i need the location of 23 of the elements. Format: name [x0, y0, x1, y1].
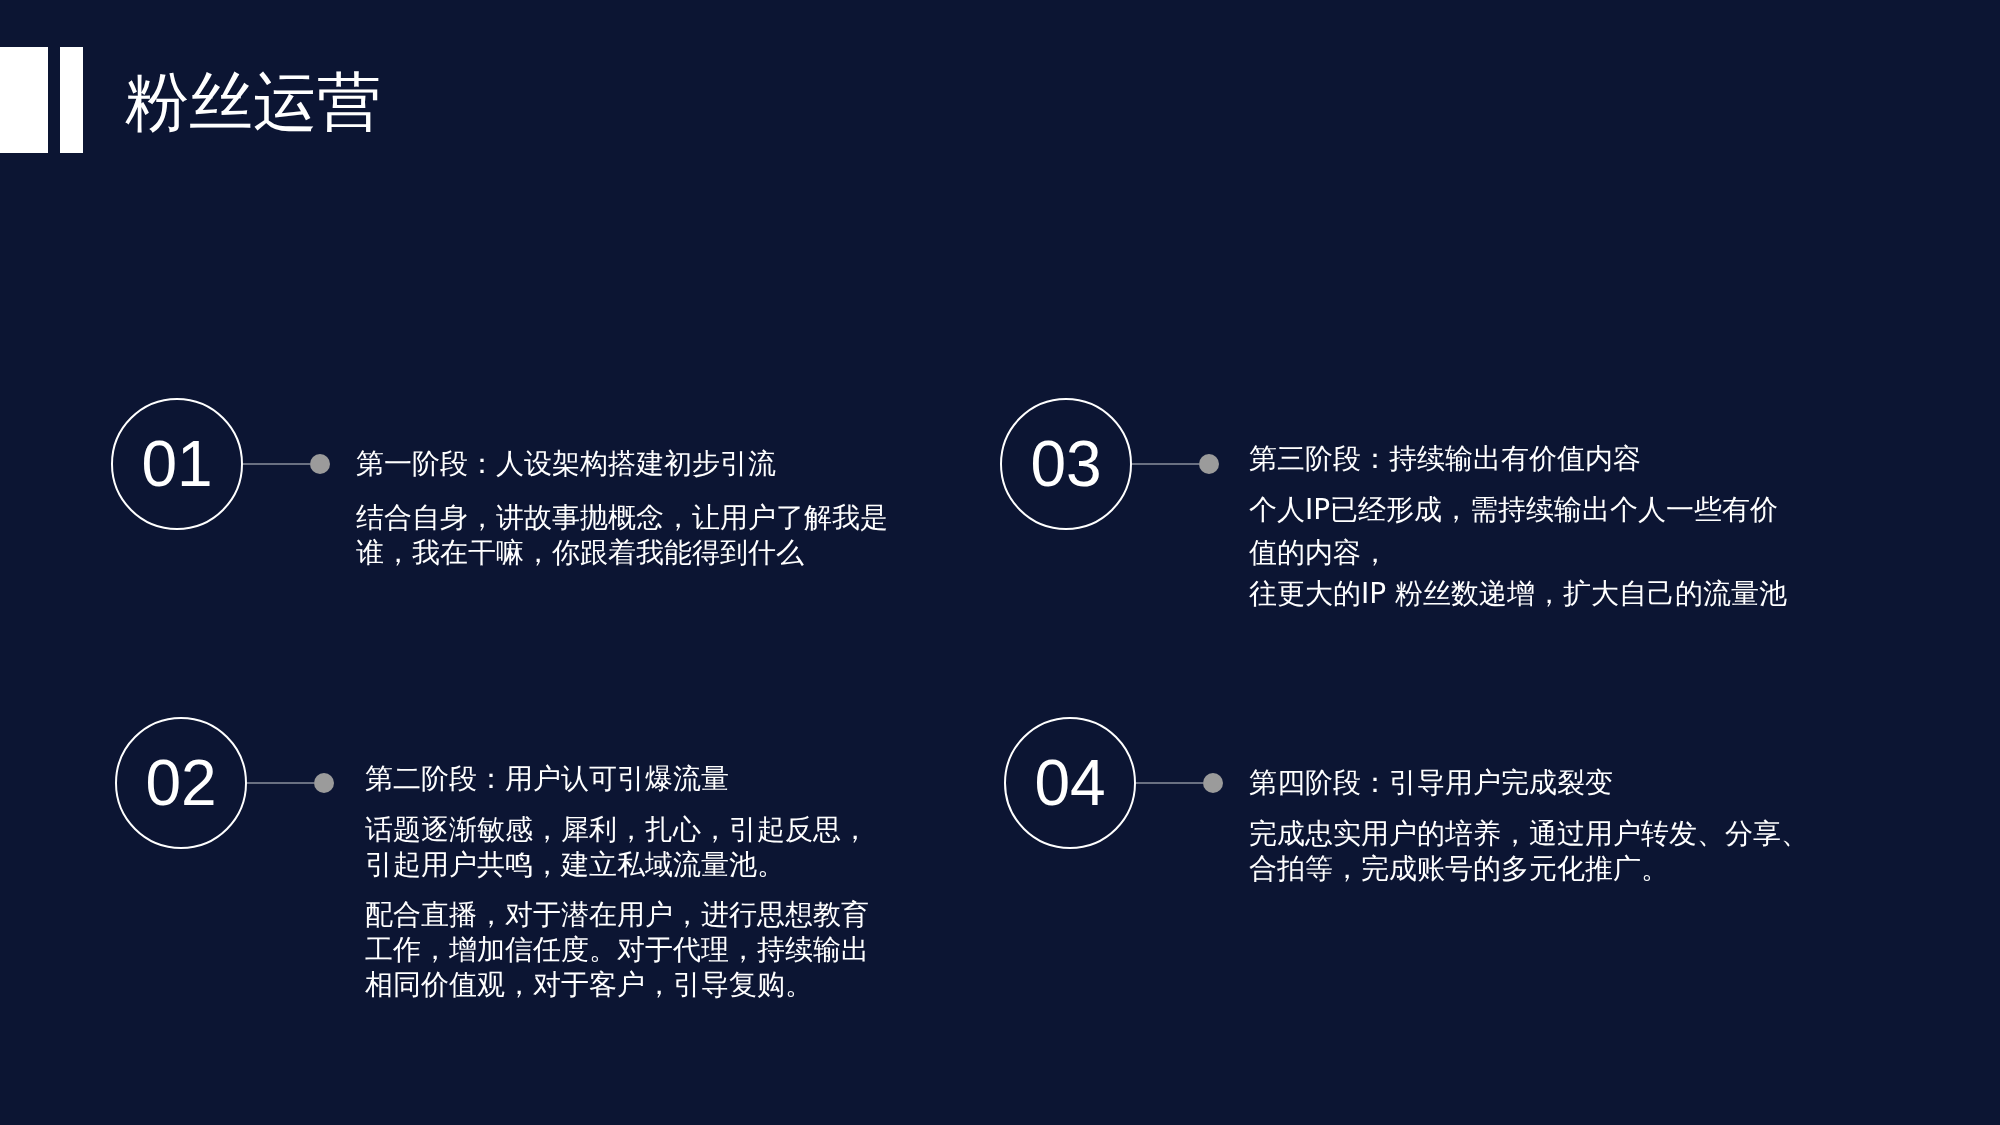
connector-dot: [314, 773, 334, 793]
connector-dot: [1199, 454, 1219, 474]
stage-description: 配合直播，对于潜在用户，进行思想教育工作，增加信任度。对于代理，持续输出相同价值观，对于客户，引导复购。: [365, 897, 870, 1002]
stage-heading: 第三阶段：持续输出有价值内容: [1249, 441, 1642, 476]
stage-description: 话题逐渐敏感，犀利，扎心，引起反思，引起用户共鸣，建立私域流量池。: [365, 812, 870, 882]
connector-line: [242, 463, 311, 465]
connector-line: [246, 782, 315, 784]
connector-dot: [1203, 773, 1223, 793]
slide-title: 粉丝运营: [125, 64, 381, 141]
stage-description: 往更大的IP 粉丝数递增，扩大自己的流量池: [1249, 576, 1789, 611]
stage-description: 个人IP已经形成，需持续输出个人一些有价值的内容，: [1249, 492, 1780, 571]
stage-heading: 第四阶段：引导用户完成裂变: [1249, 765, 1614, 800]
connector-line: [1131, 463, 1200, 465]
step-number-circle: 01: [111, 398, 243, 530]
connector-dot: [310, 454, 330, 474]
step-number-circle: 02: [115, 717, 247, 849]
stage-description: 完成忠实用户的培养，通过用户转发、分享、合拍等，完成账号的多元化推广。: [1249, 816, 1810, 886]
connector-line: [1135, 782, 1204, 784]
step-number-circle: 04: [1004, 717, 1136, 849]
stage-description: 结合自身，讲故事抛概念，让用户了解我是谁，我在干嘛，你跟着我能得到什么: [356, 500, 889, 570]
stage-heading: 第二阶段：用户认可引爆流量: [365, 761, 730, 796]
step-number-circle: 03: [1000, 398, 1132, 530]
stage-heading: 第一阶段：人设架构搭建初步引流: [356, 446, 777, 481]
